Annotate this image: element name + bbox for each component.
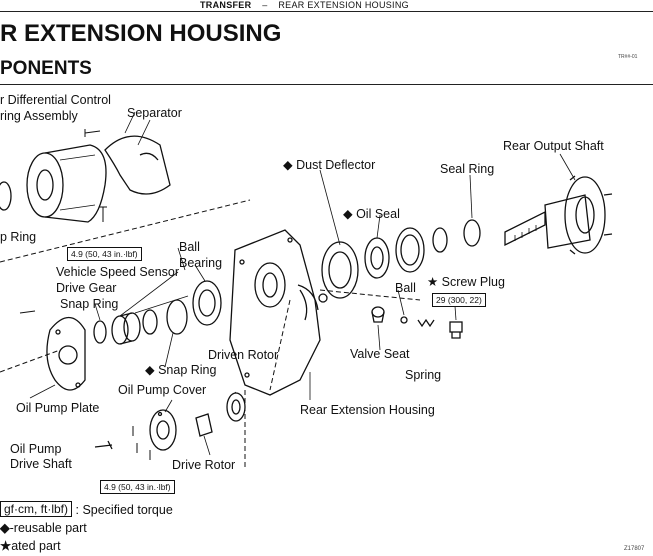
screw-plug-drawing [449,321,463,339]
spring-drawing [417,318,435,328]
dust-deflector-drawing [321,241,359,299]
header-subsection: REAR EXTENSION HOUSING [278,0,409,10]
label-differential-control-2: ring Assembly [0,109,78,123]
figure-code-bottom: Z17807 [624,546,645,552]
separator-drawing [104,135,171,195]
figure-code-top: TR##-01 [618,54,638,60]
rear-output-shaft-drawing [504,175,613,255]
ring-drawing [395,227,425,273]
label-drive-gear: Drive Gear [56,281,117,295]
torque-screw-plug: 29 (300, 22) [432,293,486,307]
header-separator: – [262,0,268,10]
page-header: TRANSFER – REAR EXTENSION HOUSING [200,0,409,10]
title-rule [0,84,653,85]
label-driven-rotor: Driven Rotor [208,348,279,362]
assembly-line-upper [0,199,251,263]
assembly-line-driven-rotor [269,299,291,391]
oil-pump-cover-drawing [149,409,177,451]
seal-ring-2-drawing [463,219,481,247]
label-oil-pump-plate: Oil Pump Plate [16,401,100,415]
oil-seal-drawing [364,237,390,279]
separator-bolt-drawings [19,129,107,314]
seal-ring-1-drawing [432,227,448,253]
legend-non-reusable: ◆-reusable part [0,521,87,535]
header-section: TRANSFER [200,0,252,10]
torque-pump-cover-bolt: 4.9 (50, 43 in.·lbf) [100,480,175,494]
legend-precoated: ★ated part [0,539,61,553]
label-differential-control: r Differential Control [0,93,111,107]
label-seal-ring: Seal Ring [440,162,495,176]
label-oil-pump-cover: Oil Pump Cover [118,383,207,397]
rear-extension-housing-drawing [229,229,328,396]
leader-lines [29,111,576,456]
label-spring: Spring [405,368,442,382]
assembly-line-valve [319,289,421,301]
label-snap-ring-left: p Ring [0,230,37,244]
label-snap-ring-upper: Snap Ring [60,297,119,311]
label-drive-rotor: Drive Rotor [172,458,236,472]
driven-rotor-drawing [226,392,246,422]
pump-cover-bolt-drawings [132,426,151,460]
differential-control-ring-drawing [26,144,107,223]
ball-drawing [400,316,408,324]
snap-ring-upper-drawing [93,320,107,344]
label-snap-ring-lower: ◆ Snap Ring [145,363,217,377]
label-oil-pump-drive-shaft-1: Oil Pump [10,442,62,456]
label-rear-output-shaft: Rear Output Shaft [503,139,604,153]
label-screw-plug: ★ Screw Plug [427,275,505,289]
legend-non-reusable-text: -reusable part [9,521,87,535]
vehicle-speed-sensor-drive-gear-drawing [111,312,141,345]
label-vehicle-speed-sensor: Vehicle Speed Sensor [56,265,180,279]
snap-ring-left-drawing [0,181,12,211]
label-ball-bearing-1: Ball [179,240,200,254]
oil-pump-drive-shaft-drawing [94,440,113,450]
section-title: PONENTS [0,58,92,79]
assembly-line-left [0,349,61,373]
label-rear-extension-housing: Rear Extension Housing [300,403,435,417]
snap-ring-lower-drawing [142,309,158,335]
drive-rotor-drawing [195,413,213,437]
page-title: R EXTENSION HOUSING [0,20,282,47]
legend-torque-text: : Specified torque [75,503,173,517]
label-dust-deflector: ◆ Dust Deflector [283,158,376,172]
label-ball-bearing-2: Bearing [179,256,223,270]
header-rule [0,11,653,12]
valve-seat-drawing [371,306,385,323]
legend-torque-box: gf·cm, ft·lbf) [0,501,73,517]
oil-pump-plate-drawing [46,316,86,391]
label-separator: Separator [127,106,182,120]
legend-torque: gf·cm, ft·lbf) : Specified torque [0,501,173,517]
label-valve-seat: Valve Seat [350,347,410,361]
ball-bearing-drawing [192,280,222,326]
label-oil-pump-drive-shaft-2: Drive Shaft [10,457,72,471]
label-ball: Ball [395,281,416,295]
torque-separator-bolt: 4.9 (50, 43 in.·lbf) [67,247,142,261]
snap-ring-mid-drawing [166,299,188,335]
label-oil-seal: ◆ Oil Seal [343,207,400,221]
legend-precoated-text: ated part [11,539,61,553]
